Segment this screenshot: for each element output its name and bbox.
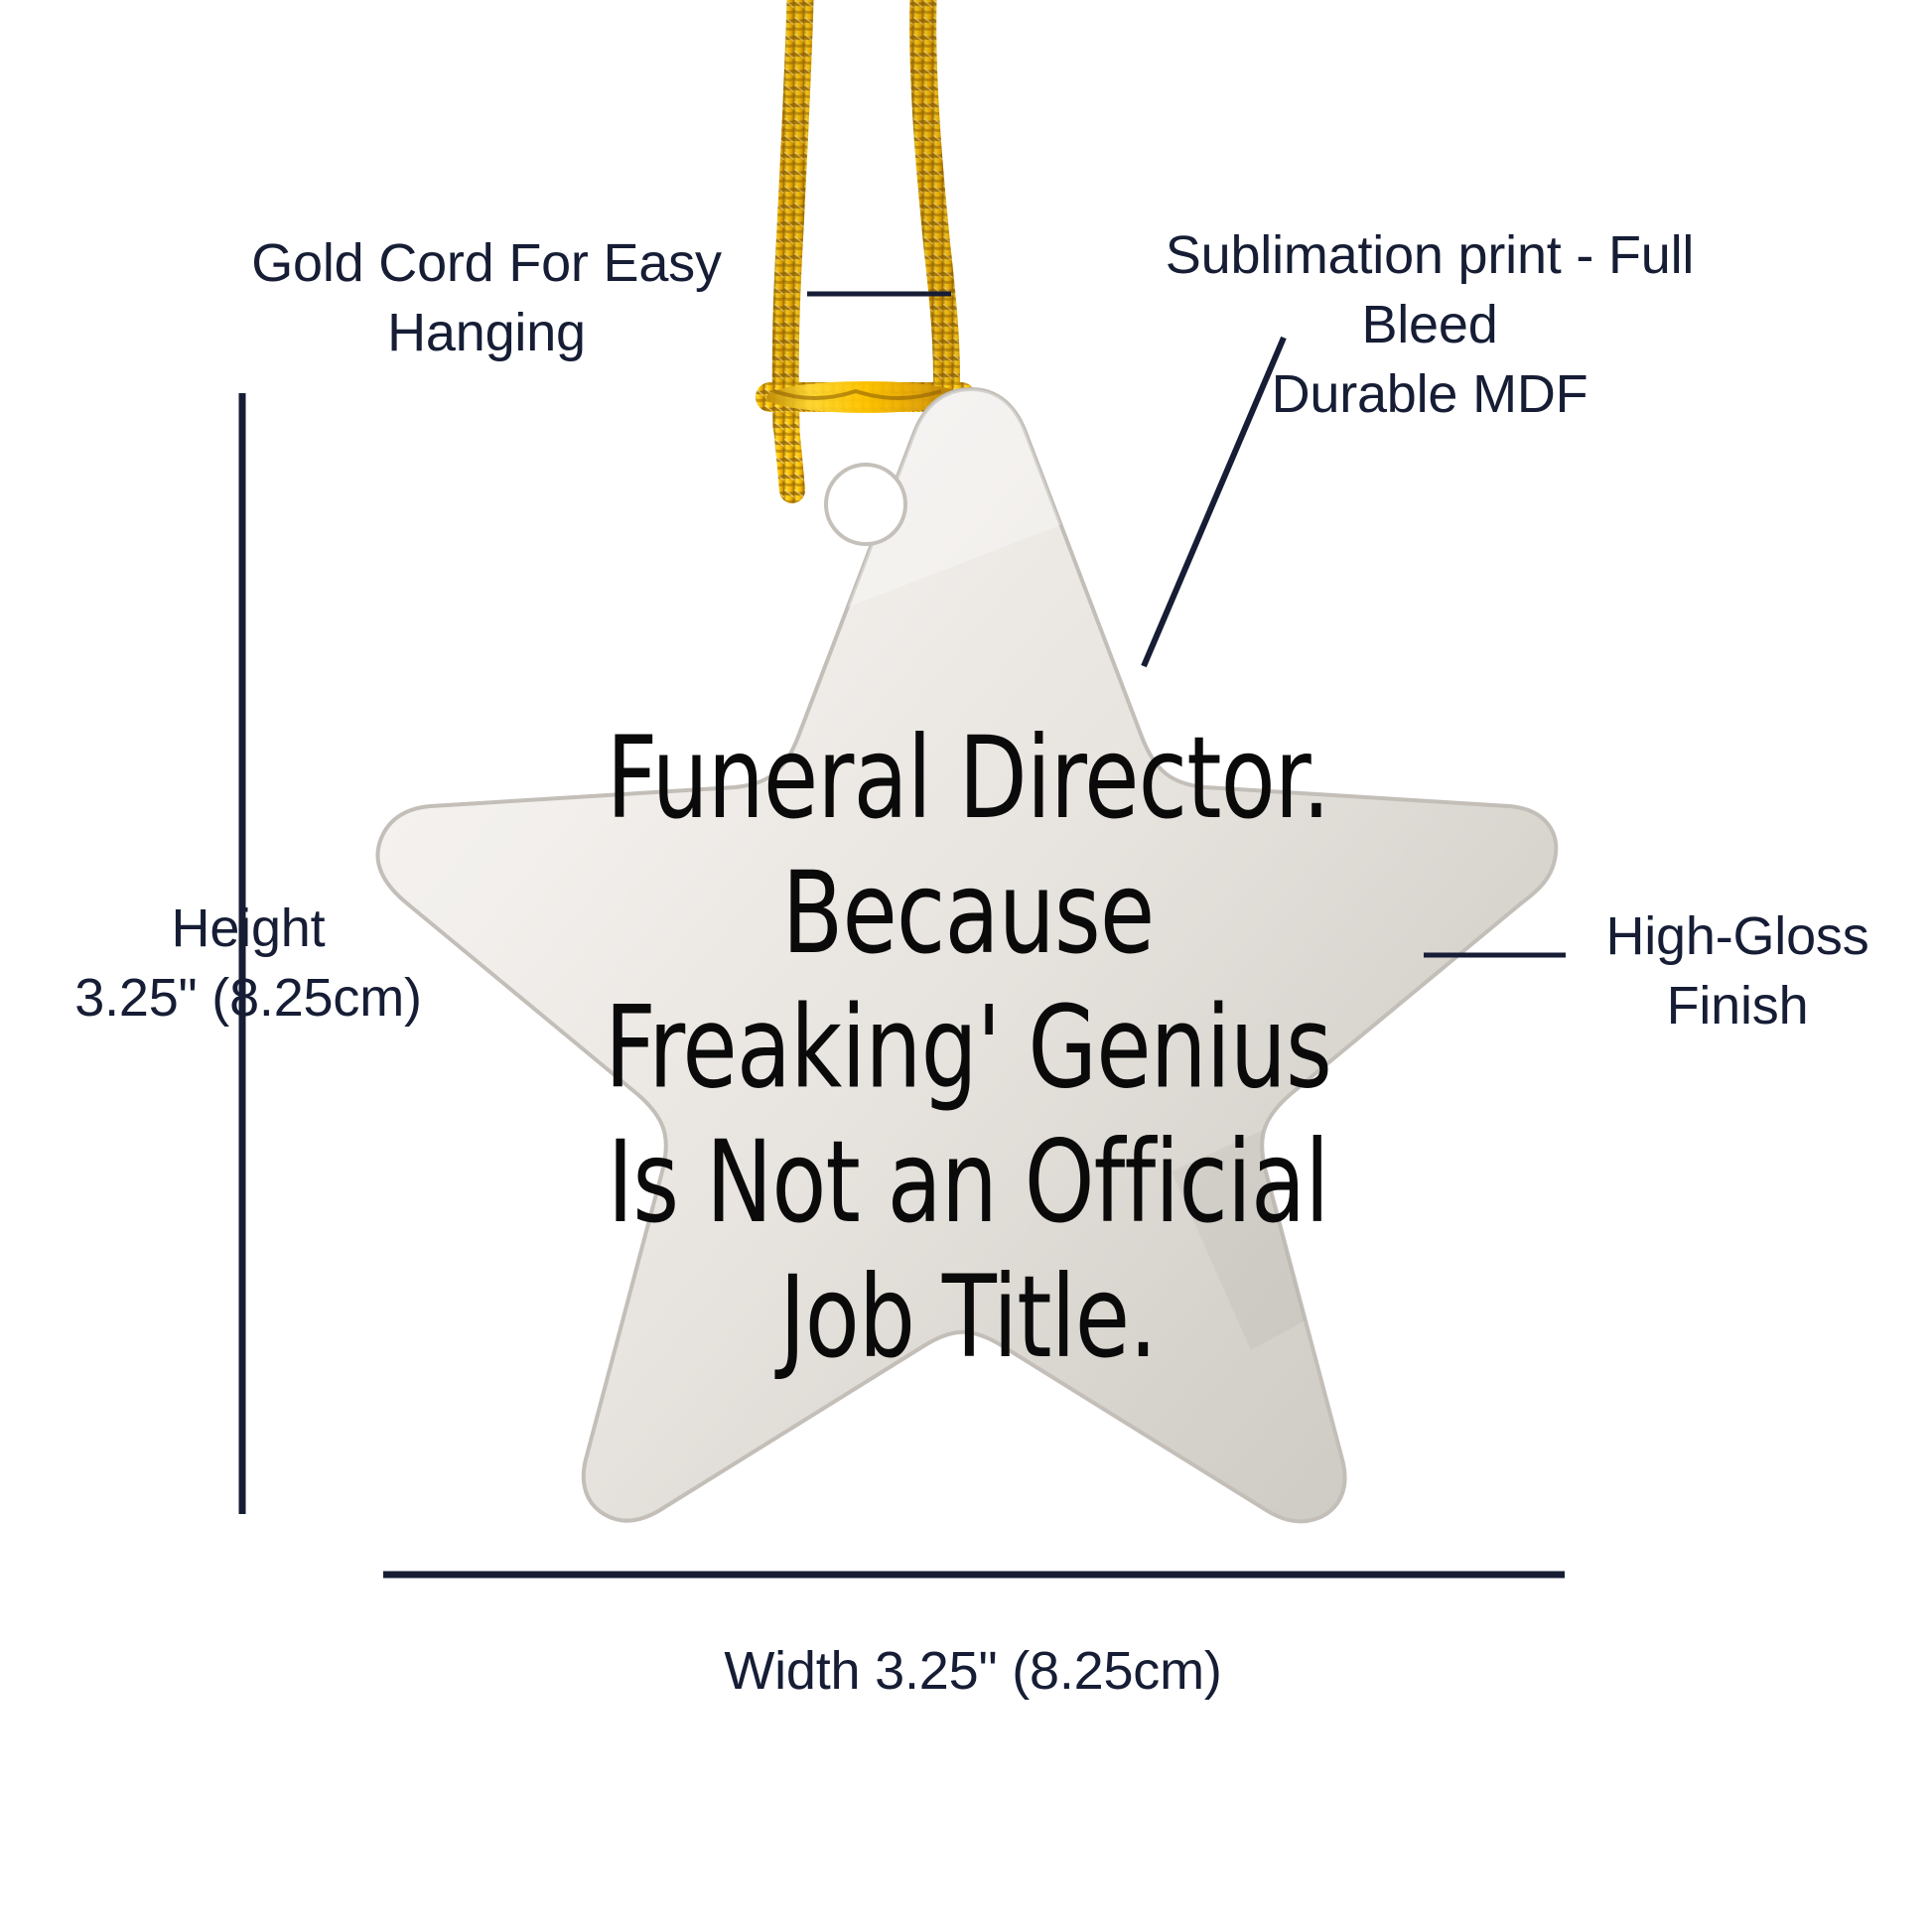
ornament-line-3: Freaking' Genius <box>604 981 1332 1114</box>
callout-gold-cord: Gold Cord For Easy Hanging <box>251 233 722 363</box>
ornament-line-5: Job Title. <box>779 1250 1158 1384</box>
ornament-line-1: Funeral Director. <box>606 712 1331 845</box>
ornament-line-2: Because <box>781 846 1156 980</box>
callout-height: Height 3.25" (8.25cm) <box>74 898 422 1029</box>
callout-high-gloss-finish: High-Gloss Finish <box>1605 906 1869 1036</box>
callout-sublimation-print: Sublimation print - Full Bleed Durable M… <box>1165 225 1695 425</box>
ornament-line-4: Is Not an Official <box>607 1116 1330 1249</box>
callout-width: Width 3.25" (8.25cm) <box>724 1641 1222 1701</box>
leader-lines <box>238 291 1566 1579</box>
hanging-hole <box>824 463 907 546</box>
ornament-printed-text: Funeral Director. Because Freaking' Geni… <box>517 711 1420 1384</box>
leader-sublimation <box>1141 336 1287 668</box>
